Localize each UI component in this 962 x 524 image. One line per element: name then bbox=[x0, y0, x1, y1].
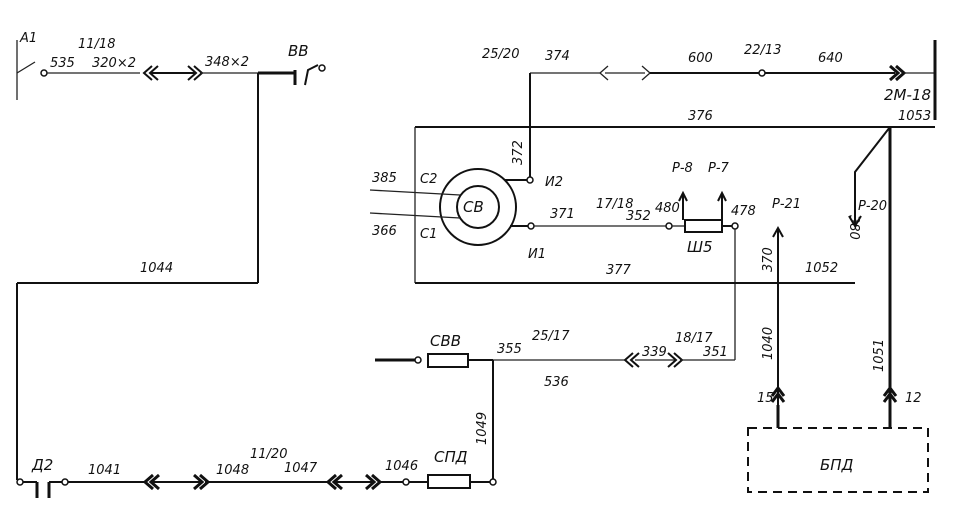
label-376: 376 bbox=[688, 109, 713, 124]
label-600: 600 bbox=[688, 51, 713, 66]
label-372: 372 bbox=[511, 140, 526, 165]
label-i1: И1 bbox=[528, 247, 546, 262]
label-svv: СВВ bbox=[430, 332, 461, 350]
label-320x2: 320×2 bbox=[92, 56, 136, 71]
label-pin-25-17: 25/17 bbox=[532, 329, 570, 344]
label-478: 478 bbox=[731, 204, 756, 219]
label-bpd: БПД bbox=[820, 456, 854, 474]
label-pin-11-18: 11/18 bbox=[78, 37, 115, 52]
shunt-sh5 bbox=[684, 219, 723, 233]
label-374: 374 bbox=[545, 49, 570, 64]
label-spd: СПД bbox=[434, 448, 468, 466]
label-480: 480 bbox=[655, 201, 680, 216]
resistor-spd bbox=[427, 474, 471, 489]
label-vv: ВВ bbox=[288, 42, 309, 60]
resistor-svv bbox=[427, 353, 469, 368]
label-12: 12 bbox=[905, 391, 922, 406]
label-c2: С2 bbox=[420, 172, 437, 187]
label-1053: 1053 bbox=[898, 109, 931, 124]
label-535: 535 bbox=[50, 56, 75, 71]
label-1052: 1052 bbox=[805, 261, 838, 276]
label-p20: Р-20 bbox=[858, 199, 887, 214]
motor-sv: СВ С2 С1 385 366 И2 И1 372 bbox=[369, 140, 563, 262]
label-371: 371 bbox=[550, 207, 575, 222]
label-sh5: Ш5 bbox=[687, 238, 713, 256]
label-1051: 1051 bbox=[872, 339, 887, 372]
label-c1: С1 bbox=[420, 227, 437, 242]
label-385: 385 bbox=[372, 171, 397, 186]
label-380: 380 bbox=[846, 215, 861, 240]
top-right-circuit: 25/20 374 600 22/13 640 2М-18 1053 376 bbox=[414, 40, 937, 283]
label-348x2: 348×2 bbox=[205, 55, 249, 70]
label-15: 15 bbox=[757, 391, 774, 406]
label-pin-17-18: 17/18 bbox=[596, 197, 633, 212]
label-p8: Р-8 bbox=[672, 161, 693, 176]
label-377: 377 bbox=[606, 263, 632, 278]
top-left-circuit: А1 11/18 535 320×2 348×2 ВВ 1044 bbox=[16, 31, 326, 480]
svv-circuit: СВВ 355 25/17 536 339 18/17 351 1049 bbox=[375, 329, 735, 480]
label-pin-22-13: 22/13 bbox=[744, 43, 781, 58]
label-1041: 1041 bbox=[88, 463, 121, 478]
label-1040: 1040 bbox=[761, 327, 776, 360]
label-1047: 1047 bbox=[284, 461, 318, 476]
block-bpd: БПД bbox=[747, 405, 929, 493]
label-1044: 1044 bbox=[140, 261, 173, 276]
label-a1: А1 bbox=[19, 31, 37, 46]
label-1048: 1048 bbox=[216, 463, 249, 478]
middle-circuit: 371 17/18 352 480 Ш5 Р-8 Р-7 478 Р-21 37… bbox=[415, 126, 922, 406]
bottom-circuit: Д2 1041 1048 11/20 1047 1046 СПД bbox=[16, 447, 497, 498]
label-p21: Р-21 bbox=[772, 197, 801, 212]
label-pin-11-20: 11/20 bbox=[250, 447, 287, 462]
label-366: 366 bbox=[372, 224, 397, 239]
label-p7: Р-7 bbox=[708, 161, 730, 176]
label-640: 640 bbox=[818, 51, 843, 66]
label-d2: Д2 bbox=[31, 456, 53, 474]
label-1049: 1049 bbox=[475, 412, 490, 445]
label-370: 370 bbox=[761, 247, 776, 272]
label-355: 355 bbox=[497, 342, 522, 357]
label-352: 352 bbox=[626, 209, 651, 224]
label-1046: 1046 bbox=[385, 459, 418, 474]
label-pin-25-20: 25/20 bbox=[482, 47, 519, 62]
label-pin-18-17: 18/17 bbox=[675, 331, 713, 346]
label-2m-18: 2М-18 bbox=[884, 86, 931, 104]
label-536: 536 bbox=[544, 375, 569, 390]
label-sv: СВ bbox=[463, 198, 484, 216]
label-i2: И2 bbox=[545, 175, 563, 190]
label-351: 351 bbox=[703, 345, 728, 360]
label-339: 339 bbox=[642, 345, 667, 360]
